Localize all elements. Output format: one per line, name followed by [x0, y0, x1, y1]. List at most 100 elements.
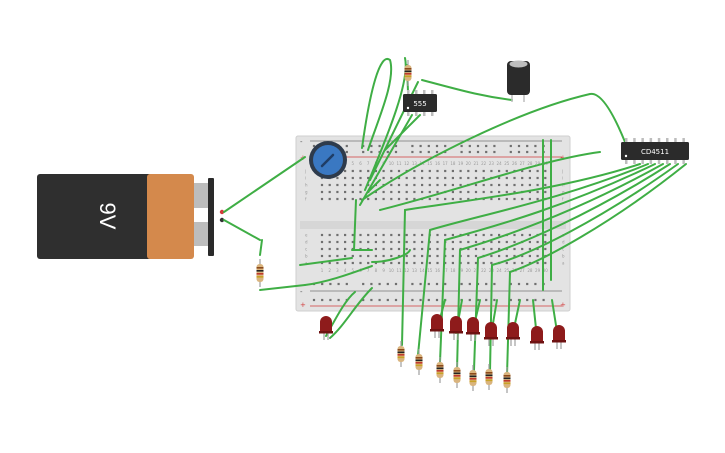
resistor[interactable]	[256, 259, 264, 287]
breadboard-hole[interactable]	[505, 254, 508, 258]
breadboard-hole[interactable]	[421, 254, 424, 258]
breadboard-hole[interactable]	[490, 169, 493, 173]
breadboard-hole[interactable]	[498, 240, 501, 244]
breadboard-rail-hole[interactable]	[394, 144, 398, 148]
breadboard-rail-hole[interactable]	[435, 150, 439, 154]
resistor[interactable]	[397, 341, 405, 367]
breadboard-hole[interactable]	[428, 190, 431, 194]
breadboard-rail-hole[interactable]	[427, 282, 430, 286]
breadboard-hole[interactable]	[498, 233, 501, 237]
breadboard-rail-hole[interactable]	[509, 150, 512, 154]
breadboard-hole[interactable]	[505, 176, 508, 180]
breadboard-hole[interactable]	[390, 247, 393, 251]
breadboard-rail-hole[interactable]	[394, 298, 398, 302]
breadboard-hole[interactable]	[428, 169, 431, 173]
breadboard-hole[interactable]	[490, 247, 493, 251]
breadboard-hole[interactable]	[336, 183, 339, 187]
resistors[interactable]	[256, 60, 511, 393]
breadboard-rail-hole[interactable]	[370, 150, 373, 154]
breadboard-hole[interactable]	[421, 261, 424, 265]
breadboard-hole[interactable]	[390, 176, 393, 180]
breadboard-hole[interactable]	[474, 233, 478, 237]
breadboard-hole[interactable]	[459, 183, 462, 187]
breadboard-hole[interactable]	[513, 197, 516, 201]
breadboard-hole[interactable]	[536, 197, 539, 201]
breadboard-hole[interactable]	[336, 261, 339, 265]
breadboard-rail-hole[interactable]	[534, 150, 537, 154]
breadboard-rail-hole[interactable]	[493, 144, 496, 148]
breadboard-hole[interactable]	[328, 254, 331, 258]
breadboard-hole[interactable]	[467, 240, 470, 244]
wire[interactable]	[417, 163, 649, 356]
breadboard-rail-hole[interactable]	[435, 144, 439, 148]
breadboard-hole[interactable]	[328, 261, 331, 265]
breadboard-hole[interactable]	[397, 247, 401, 251]
breadboard-hole[interactable]	[490, 261, 493, 265]
breadboard-hole[interactable]	[328, 240, 331, 244]
breadboard-hole[interactable]	[505, 183, 508, 187]
led[interactable]	[506, 322, 520, 346]
breadboard-hole[interactable]	[474, 169, 478, 173]
breadboard-rail-hole[interactable]	[394, 282, 398, 286]
breadboard-hole[interactable]	[536, 247, 539, 251]
led[interactable]	[319, 316, 333, 340]
breadboard-hole[interactable]	[436, 240, 439, 244]
breadboard-hole[interactable]	[451, 169, 454, 173]
breadboard-hole[interactable]	[451, 233, 454, 237]
breadboard-hole[interactable]	[444, 169, 447, 173]
breadboard-hole[interactable]	[474, 183, 478, 187]
breadboard-hole[interactable]	[474, 261, 478, 265]
wire[interactable]	[361, 92, 626, 201]
breadboard-rail-hole[interactable]	[493, 298, 496, 302]
breadboard-hole[interactable]	[390, 254, 393, 258]
breadboard-rail-hole[interactable]	[542, 298, 545, 302]
breadboard-hole[interactable]	[374, 169, 377, 173]
breadboard-hole[interactable]	[490, 240, 493, 244]
breadboard-rail-hole[interactable]	[460, 150, 463, 154]
breadboard-hole[interactable]	[459, 240, 462, 244]
breadboard-rail-hole[interactable]	[329, 282, 332, 286]
breadboard-hole[interactable]	[367, 176, 370, 180]
breadboard-hole[interactable]	[451, 176, 454, 180]
breadboard-hole[interactable]	[467, 247, 470, 251]
breadboard-hole[interactable]	[544, 190, 547, 194]
breadboard-hole[interactable]	[536, 190, 539, 194]
breadboard-hole[interactable]	[320, 240, 324, 244]
breadboard-hole[interactable]	[521, 233, 524, 237]
breadboard-hole[interactable]	[344, 261, 347, 265]
breadboard-hole[interactable]	[320, 254, 324, 258]
breadboard-rail-hole[interactable]	[370, 144, 373, 148]
breadboard-hole[interactable]	[513, 254, 516, 258]
breadboard-rail-hole[interactable]	[427, 298, 430, 302]
resistor[interactable]	[469, 365, 477, 391]
breadboard-hole[interactable]	[528, 169, 531, 173]
resistor[interactable]	[485, 364, 493, 390]
breadboard-hole[interactable]	[451, 197, 454, 201]
led[interactable]	[552, 325, 566, 349]
breadboard-hole[interactable]	[374, 197, 377, 201]
wire[interactable]	[259, 239, 263, 256]
breadboard-hole[interactable]	[505, 169, 508, 173]
breadboard-hole[interactable]	[328, 233, 331, 237]
breadboard-holes[interactable]	[312, 144, 547, 302]
breadboard-hole[interactable]	[374, 247, 377, 251]
breadboard-hole[interactable]	[413, 233, 416, 237]
wire[interactable]	[489, 163, 679, 373]
breadboard-hole[interactable]	[336, 233, 339, 237]
breadboard-rail-hole[interactable]	[493, 150, 496, 154]
led[interactable]	[466, 317, 480, 341]
breadboard-hole[interactable]	[521, 183, 524, 187]
breadboard-hole[interactable]	[382, 233, 385, 237]
wire[interactable]	[259, 284, 306, 291]
breadboard-hole[interactable]	[382, 176, 385, 180]
breadboard-hole[interactable]	[397, 169, 401, 173]
breadboard-hole[interactable]	[521, 261, 524, 265]
breadboard-hole[interactable]	[436, 190, 439, 194]
breadboard-hole[interactable]	[482, 169, 485, 173]
resistor[interactable]	[404, 60, 412, 86]
breadboard-hole[interactable]	[521, 254, 524, 258]
breadboard-hole[interactable]	[521, 247, 524, 251]
breadboard-hole[interactable]	[428, 197, 431, 201]
breadboard-rail-hole[interactable]	[411, 282, 414, 286]
breadboard-hole[interactable]	[544, 176, 547, 180]
